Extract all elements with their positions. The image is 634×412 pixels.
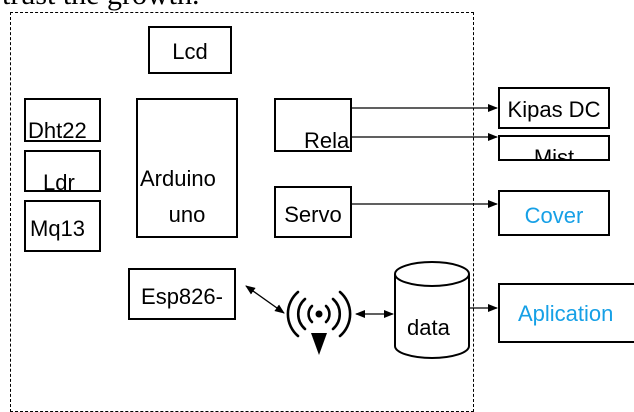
cover-label: Cover (524, 203, 584, 228)
fan-block: Kipas DC (498, 87, 610, 129)
application-block: Aplication (498, 283, 634, 343)
wireless-tower-icon (286, 290, 352, 355)
mq13-block: Mq13 (24, 200, 101, 252)
ldr-block: Ldr (24, 150, 101, 192)
mist-label: Mist (533, 145, 575, 161)
arduino-label-line2: uno (168, 202, 206, 227)
fan-label: Kipas DC (507, 97, 601, 122)
arduino-uno-block: Arduino uno (136, 98, 238, 238)
mist-block: Mist (498, 135, 610, 161)
ldr-label: Ldr (43, 170, 75, 192)
database-cylinder-icon (394, 261, 470, 359)
esp8266-label: Esp826- (141, 284, 223, 309)
relay-block: Rela (274, 98, 352, 152)
database-label: data (407, 315, 450, 340)
mq13-label: Mq13 (30, 216, 86, 241)
lcd-label: Lcd (172, 39, 208, 64)
dht22-label: Dht22 (28, 118, 87, 142)
application-label: Aplication (518, 301, 614, 326)
lcd-block: Lcd (148, 26, 232, 74)
connections (245, 104, 498, 359)
arduino-label-line1: Arduino (140, 166, 216, 191)
servo-block: Servo (274, 186, 352, 238)
esp8266-block: Esp826- (128, 268, 236, 320)
heading-fragment: trust the growth. (2, 0, 199, 12)
cover-block: Cover (498, 190, 610, 236)
relay-label: Rela (304, 128, 350, 152)
dht22-block: Dht22 (24, 98, 101, 142)
servo-label: Servo (284, 202, 342, 227)
esp-wireless-arrow (245, 285, 285, 314)
